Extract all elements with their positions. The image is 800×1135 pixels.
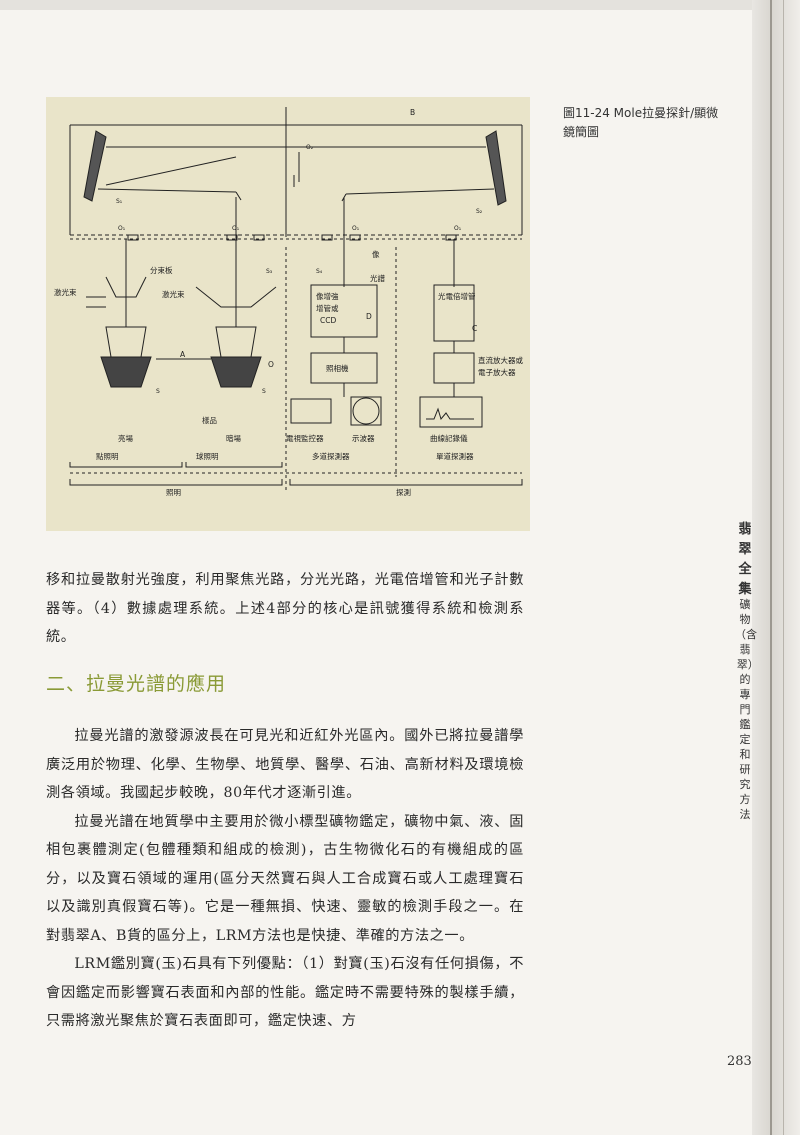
page-top-edge: [0, 0, 800, 10]
paragraph-2-text: 拉曼光譜的激發源波長在可見光和近紅外光區內。國外已將拉曼譜學廣泛用於物理、化學、…: [46, 728, 524, 801]
side-book-title: 翡翠全集: [738, 522, 752, 597]
label-recorder: 曲線記錄儀: [430, 433, 468, 443]
figure-caption: 圖11-24 Mole拉曼探針/顯微鏡簡圖: [563, 106, 719, 139]
label-O2: O₂: [306, 144, 314, 151]
label-bright-field: 亮場: [118, 433, 133, 443]
label-beam-splitter: 分束板: [150, 265, 173, 275]
label-S3: S₃: [266, 268, 273, 275]
label-O1a: O₁: [118, 225, 126, 232]
label-D: D: [366, 312, 372, 321]
page-number: 283: [727, 1054, 752, 1069]
label-S-mid: S: [262, 388, 266, 395]
book-edge-line-2: [783, 0, 784, 1135]
label-point-illum: 點照明: [96, 451, 119, 461]
label-detection: 探測: [396, 487, 411, 497]
label-O1d: O₁: [454, 225, 462, 232]
label-B: B: [410, 108, 415, 117]
label-illumination: 照明: [166, 488, 181, 497]
paragraph-3-text: 拉曼光譜在地質學中主要用於微小標型礦物鑑定，礦物中氣、液、固相包裹體測定(包體種…: [46, 813, 524, 944]
label-O1c: O₁: [352, 225, 360, 232]
label-spectrum: 光譜: [370, 273, 385, 283]
label-O1b: O₁: [232, 225, 240, 232]
side-divider: [743, 582, 744, 592]
raman-diagram: B O₂ S₁ S₂ O₁ O₁ O₁ O₁ S₃ S₄ 分束板 激光束 激光束…: [54, 107, 523, 497]
label-image: 像: [372, 249, 380, 259]
label-dark-field: 暗場: [226, 433, 241, 443]
label-multi-detector: 多道探測器: [312, 451, 350, 461]
raman-diagram-figure: B O₂ S₁ S₂ O₁ O₁ O₁ O₁ S₃ S₄ 分束板 激光束 激光束…: [46, 97, 530, 531]
label-pmt: 光電倍增管: [438, 291, 476, 301]
label-S1: S₁: [116, 198, 123, 205]
label-camera: 照相機: [326, 363, 349, 373]
paragraph-2: 拉曼光譜的激發源波長在可見光和近紅外光區內。國外已將拉曼譜學廣泛用於物理、化學、…: [46, 722, 524, 1036]
label-C: C: [472, 324, 477, 333]
side-chapter-title: 礦物（含翡翠）的專門鑑定和研究方法: [735, 598, 757, 821]
label-amplifier: 直流放大器或電子放大器: [478, 355, 523, 377]
label-sample: 樣品: [202, 415, 217, 425]
book-edge-line: [770, 0, 772, 1135]
paragraph-1-text: 移和拉曼散射光強度，利用聚焦光路，分光光路，光電倍增管和光子計數器等。（4）數據…: [46, 572, 524, 645]
label-laser-beam-mid: 激光束: [162, 289, 185, 299]
label-S-left: S: [156, 388, 160, 395]
label-oscilloscope: 示波器: [352, 433, 375, 443]
paragraph-4-text: LRM鑑別寶(玉)石具有下列優點：（1）對寶(玉)石沒有任何損傷，不會因鑑定而影…: [46, 956, 524, 1029]
label-tv-monitor: 電視監控器: [286, 433, 324, 443]
label-S2: S₂: [476, 208, 483, 215]
label-S4: S₄: [316, 268, 323, 275]
label-ring-illum: 球照明: [196, 451, 219, 461]
label-single-detector: 單道探測器: [436, 451, 474, 461]
paragraph-1: 移和拉曼散射光強度，利用聚焦光路，分光光路，光電倍增管和光子計數器等。（4）數據…: [46, 566, 524, 652]
label-O: O: [268, 360, 274, 369]
section-heading: 二、拉曼光譜的應用: [46, 673, 227, 695]
label-laser-beam-left: 激光束: [54, 287, 77, 297]
book-edge: [752, 0, 800, 1135]
label-A: A: [180, 350, 186, 359]
